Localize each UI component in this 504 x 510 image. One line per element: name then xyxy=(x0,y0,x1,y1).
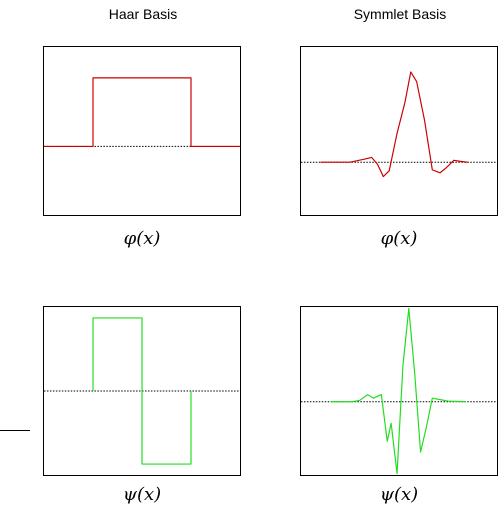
haar-psi-panel xyxy=(43,306,241,476)
edge-tick-mark xyxy=(0,430,30,431)
series-line xyxy=(320,71,468,178)
haar-psi-label: ψ(x) xyxy=(122,484,162,505)
series-line xyxy=(92,317,192,465)
series-line xyxy=(330,307,466,475)
haar-phi-plot xyxy=(44,77,240,148)
haar-phi-label: φ(x) xyxy=(123,228,161,249)
symmlet-phi-label: φ(x) xyxy=(380,228,418,249)
symmlet-psi-plot xyxy=(301,307,497,475)
haar-psi-plot xyxy=(44,317,240,465)
symmlet-phi-plot xyxy=(301,71,497,178)
haar-phi-panel xyxy=(43,46,241,216)
symmlet-basis-title: Symmlet Basis xyxy=(353,6,447,22)
symmlet-psi-label: ψ(x) xyxy=(379,484,419,505)
symmlet-psi-panel xyxy=(300,306,498,476)
haar-basis-title: Haar Basis xyxy=(108,6,178,22)
series-line xyxy=(44,77,240,148)
symmlet-phi-panel xyxy=(300,46,498,216)
